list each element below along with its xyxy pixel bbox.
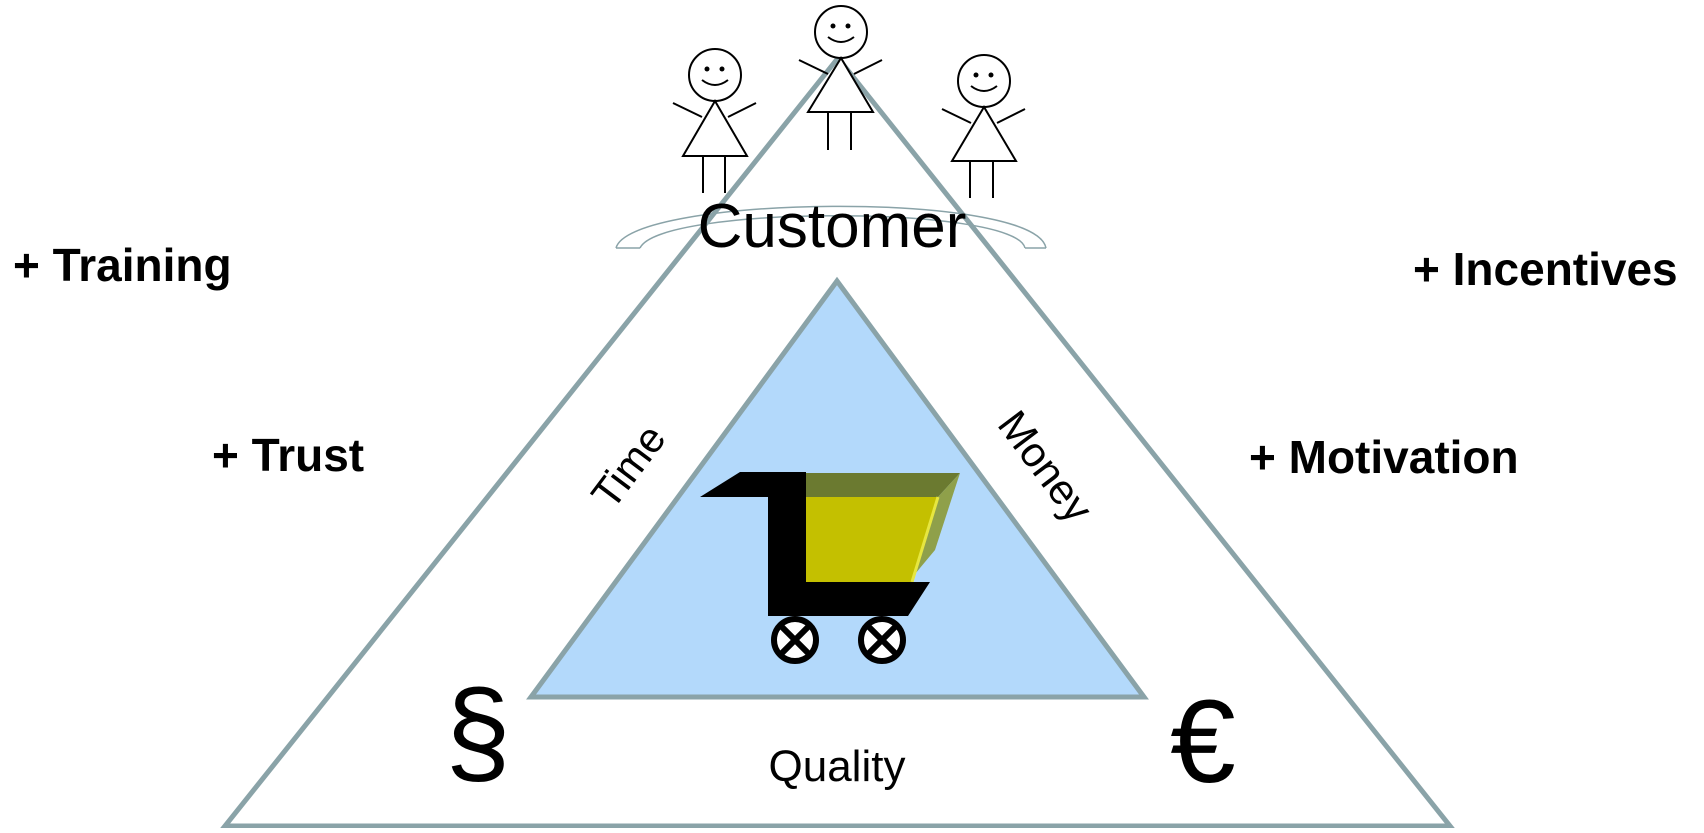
person-icon-right — [941, 54, 1026, 198]
incentives-label: + Incentives — [1413, 243, 1678, 295]
euro-symbol: € — [1170, 676, 1236, 808]
motivation-label: + Motivation — [1249, 431, 1519, 483]
person-icon-center — [798, 5, 883, 150]
shopping-cart-icon — [700, 472, 960, 664]
person-icon-left — [672, 48, 757, 193]
training-label: + Training — [13, 239, 232, 291]
quality-label: Quality — [769, 742, 906, 791]
trust-label: + Trust — [212, 429, 365, 481]
section-sign-symbol: § — [445, 666, 511, 798]
customer-arc — [615, 205, 1047, 249]
customer-title: Customer — [698, 192, 967, 261]
